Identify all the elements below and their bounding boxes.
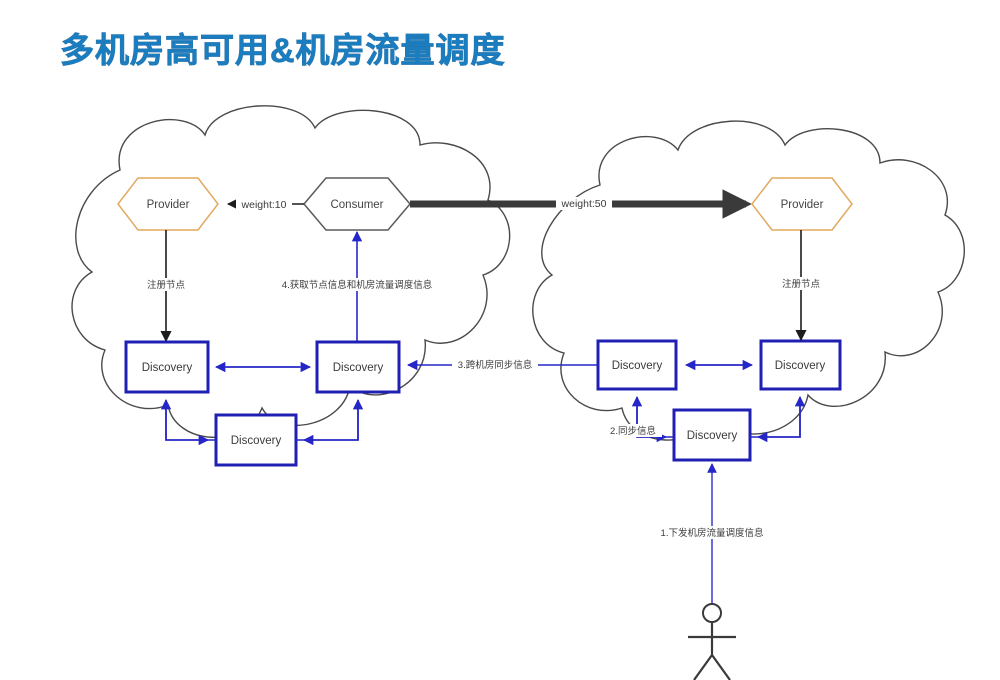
edge-right-d3-to-d2 <box>750 395 806 438</box>
right-provider-label: Provider <box>781 199 824 211</box>
left-discovery-1-node[interactable]: Discovery <box>124 340 210 394</box>
edge-right-register: 注册节点 <box>768 230 834 342</box>
step4-label: 4.获取节点信息和机房流量调度信息 <box>282 279 432 291</box>
step2-label-bg <box>604 424 662 437</box>
left-discovery-2-label: Discovery <box>333 362 384 374</box>
step1-label: 1.下发机房流量调度信息 <box>661 527 764 539</box>
weight-50-label-bg <box>556 197 612 210</box>
right-discovery-3-node[interactable]: Discovery <box>672 408 752 462</box>
left-consumer-node[interactable]: Consumer <box>303 177 411 231</box>
left-provider-label: Provider <box>147 199 190 211</box>
left-discovery-3-label: Discovery <box>231 435 282 447</box>
right-discovery-1-node[interactable]: Discovery <box>596 339 678 391</box>
step2-label: 2.同步信息 <box>610 425 656 437</box>
step3-label: 3.跨机房同步信息 <box>458 359 532 371</box>
left-register-label: 注册节点 <box>147 279 186 291</box>
edge-left-register: 注册节点 <box>133 230 199 343</box>
left-discovery-2-box <box>315 340 401 394</box>
actor-right-leg-line <box>711 654 731 680</box>
edge-weight-10: weight:10 <box>226 197 304 211</box>
right-discovery-2-label: Discovery <box>775 360 826 372</box>
right-discovery-3-label: Discovery <box>687 430 738 442</box>
edge-step3: 3.跨机房同步信息 <box>406 358 598 371</box>
step1-label-bg <box>654 526 771 539</box>
left-provider-hexagon <box>117 177 219 231</box>
page-title: 多机房高可用&机房流量调度 <box>60 32 506 70</box>
left-discovery-3-box <box>214 413 298 467</box>
left-discovery-1-label: Discovery <box>142 362 193 374</box>
right-discovery-2-box <box>759 339 842 391</box>
step3-label-bg <box>452 358 538 371</box>
right-discovery-1-box <box>596 339 678 391</box>
weight-50-label: weight:50 <box>561 198 607 210</box>
left-discovery-3-node[interactable]: Discovery <box>214 413 298 467</box>
step4-label-bg <box>278 278 436 291</box>
edge-step2: 2.同步信息 <box>604 395 674 443</box>
weight-10-label: weight:10 <box>241 199 287 211</box>
right-register-label-bg <box>768 277 834 290</box>
edge-left-d1-to-d3 <box>165 404 210 446</box>
right-discovery-2-node[interactable]: Discovery <box>759 339 842 391</box>
edge-left-d3-to-d2 <box>296 398 364 441</box>
actor-left-leg-line <box>693 654 713 680</box>
right-datacenter-cloud <box>532 120 965 441</box>
left-register-label-bg <box>133 278 199 291</box>
weight-10-label-bg <box>236 197 292 211</box>
edge-step4: 4.获取节点信息和机房流量调度信息 <box>278 230 436 345</box>
left-discovery-1-box <box>124 340 210 394</box>
actor-head-icon <box>702 603 722 623</box>
operator-actor[interactable] <box>688 603 736 680</box>
right-discovery-3-box <box>672 408 752 462</box>
left-consumer-label: Consumer <box>330 199 383 211</box>
left-discovery-2-node[interactable]: Discovery <box>315 340 401 394</box>
right-discovery-1-label: Discovery <box>612 360 663 372</box>
right-provider-node[interactable]: Provider <box>751 177 853 231</box>
right-provider-hexagon <box>751 177 853 231</box>
edge-step1: 1.下发机房流量调度信息 <box>654 463 771 605</box>
left-provider-node[interactable]: Provider <box>117 177 219 231</box>
edge-weight-50: weight:50 <box>410 189 752 219</box>
right-register-label: 注册节点 <box>782 278 821 290</box>
